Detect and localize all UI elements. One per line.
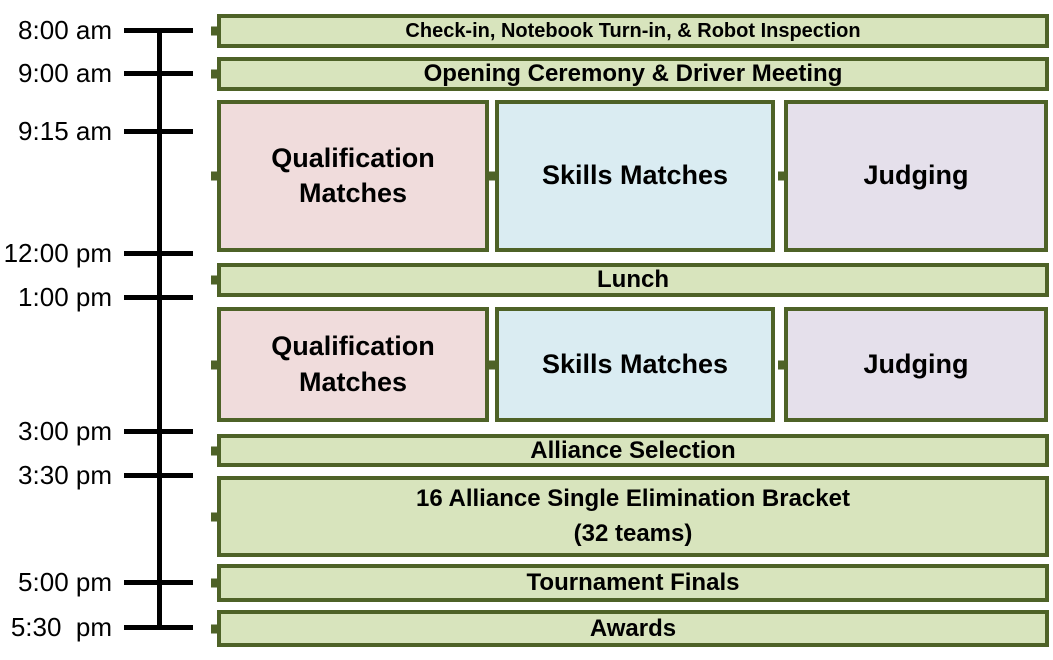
edge-notch (211, 171, 219, 181)
edge-notch (211, 578, 219, 588)
edge-notch (489, 171, 497, 181)
tick-8-00-am (124, 28, 193, 33)
event-bar-opening-ceremony: Opening Ceremony & Driver Meeting (211, 57, 1049, 91)
edge-notch (211, 69, 219, 79)
edge-notch (211, 360, 219, 369)
event-block-skills-afternoon: Skills Matches (489, 307, 775, 422)
tick-9-00-am (124, 71, 193, 76)
event-bar-alliance-selection: Alliance Selection (211, 434, 1049, 467)
event-bar-awards: Awards (211, 610, 1049, 647)
tick-1-00-pm (124, 295, 193, 300)
event-bar-tournament-finals: Tournament Finals (211, 564, 1049, 602)
event-label: Check-in, Notebook Turn-in, & Robot Insp… (405, 19, 861, 42)
edge-notch (778, 360, 786, 369)
event-label: Qualification Matches (271, 142, 435, 208)
event-block-qualification-afternoon: Qualification Matches (211, 307, 489, 422)
time-label-8-00-am: 8:00 am (18, 15, 112, 45)
event-label: Alliance Selection (530, 436, 736, 464)
edge-notch (211, 275, 219, 285)
event-block-judging-afternoon: Judging (778, 307, 1048, 422)
time-label-3-00-pm: 3:00 pm (18, 416, 112, 446)
edge-notch (211, 624, 219, 633)
edge-notch (778, 171, 786, 181)
time-label-12-00-pm: 12:00 pm (3, 238, 112, 268)
event-label: Judging (863, 348, 969, 379)
event-label: Qualification Matches (271, 331, 435, 397)
edge-notch (211, 446, 219, 455)
event-label: Opening Ceremony & Driver Meeting (423, 60, 843, 87)
event-label: Awards (589, 614, 677, 642)
edge-notch (489, 360, 497, 369)
event-block-qualification-morning: Qualification Matches (211, 100, 489, 252)
time-label-9-00-am: 9:00 am (18, 58, 112, 88)
event-block-skills-morning: Skills Matches (489, 100, 775, 252)
tick-3-30-pm (124, 473, 193, 478)
event-label: Lunch (597, 266, 669, 293)
time-label-3-30-pm: 3:30 pm (18, 460, 112, 490)
tick-5-30-pm (124, 625, 193, 630)
timeline-axis-line (157, 28, 162, 630)
time-label-5-00-pm: 5:00 pm (18, 567, 112, 597)
tick-3-00-pm (124, 429, 193, 434)
event-bar-elimination-bracket: 16 Alliance Single Elimination Bracket (… (211, 476, 1049, 557)
event-bar-checkin: Check-in, Notebook Turn-in, & Robot Insp… (211, 14, 1049, 48)
tick-12-00-pm (124, 251, 193, 256)
event-label-line1: 16 Alliance Single Elimination Bracket (416, 484, 850, 512)
event-label: Skills Matches (541, 160, 729, 191)
tick-5-00-pm (124, 580, 193, 585)
time-label-5-30-pm: 5:30 pm (10, 612, 112, 642)
event-label: Skills Matches (541, 348, 729, 379)
event-block-judging-morning: Judging (778, 100, 1048, 252)
event-label-line2: (32 teams) (573, 519, 693, 547)
event-bar-lunch: Lunch (211, 263, 1049, 297)
event-label: Tournament Finals (526, 569, 740, 596)
event-label: Judging (863, 160, 969, 191)
edge-notch (211, 26, 219, 36)
tick-9-15-am (124, 129, 193, 134)
edge-notch (211, 512, 219, 521)
time-label-1-00-pm: 1:00 pm (18, 282, 112, 312)
time-label-9-15-am: 9:15 am (18, 116, 112, 146)
